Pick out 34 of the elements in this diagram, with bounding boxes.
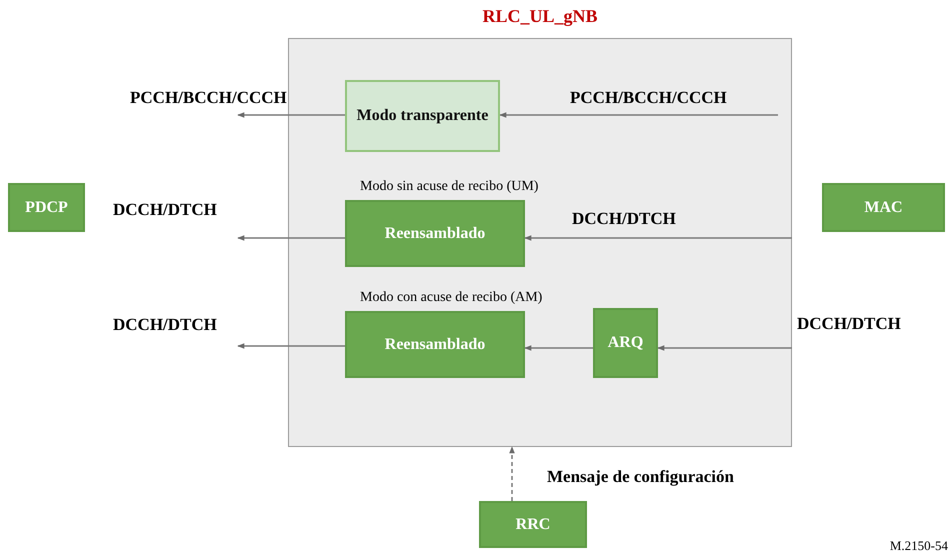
edge-label: PCCH/BCCH/CCCH: [570, 88, 727, 108]
mode-caption: Modo sin acuse de recibo (UM): [360, 179, 538, 195]
arrow: [657, 345, 792, 351]
process-box: [345, 200, 525, 267]
box-label: RRC: [516, 514, 550, 534]
box-label: Reensamblado: [384, 224, 486, 244]
process-box: [8, 183, 85, 232]
arrow: [237, 235, 345, 241]
frame-panel: [288, 38, 792, 447]
mode-caption: Modo con acuse de recibo (AM): [360, 290, 542, 306]
box-label: ARQ: [608, 333, 644, 353]
box-label: PDCP: [25, 198, 68, 218]
module-title: RLC_UL_gNB: [481, 6, 598, 27]
arrow: [499, 112, 778, 118]
figure-number: M.2150-54: [890, 538, 948, 554]
edge-label: DCCH/DTCH: [797, 314, 901, 334]
process-box: [479, 501, 587, 548]
process-box: [822, 183, 945, 232]
arrow: [237, 112, 345, 118]
edge-label: PCCH/BCCH/CCCH: [130, 88, 287, 108]
box-label: Modo transparente: [356, 106, 488, 126]
mode-box: [345, 80, 500, 152]
arrow: [524, 345, 593, 351]
box-label: Reensamblado: [384, 334, 486, 354]
arrow: [524, 235, 792, 241]
box-label: MAC: [864, 198, 903, 218]
edge-label: DCCH/DTCH: [572, 209, 676, 229]
process-box: [345, 311, 525, 378]
arrow: [509, 446, 515, 501]
edge-label: Mensaje de configuración: [547, 467, 734, 487]
process-box: [593, 308, 658, 378]
arrow: [237, 343, 345, 349]
edge-label: DCCH/DTCH: [113, 200, 217, 220]
edge-label: DCCH/DTCH: [113, 315, 217, 335]
